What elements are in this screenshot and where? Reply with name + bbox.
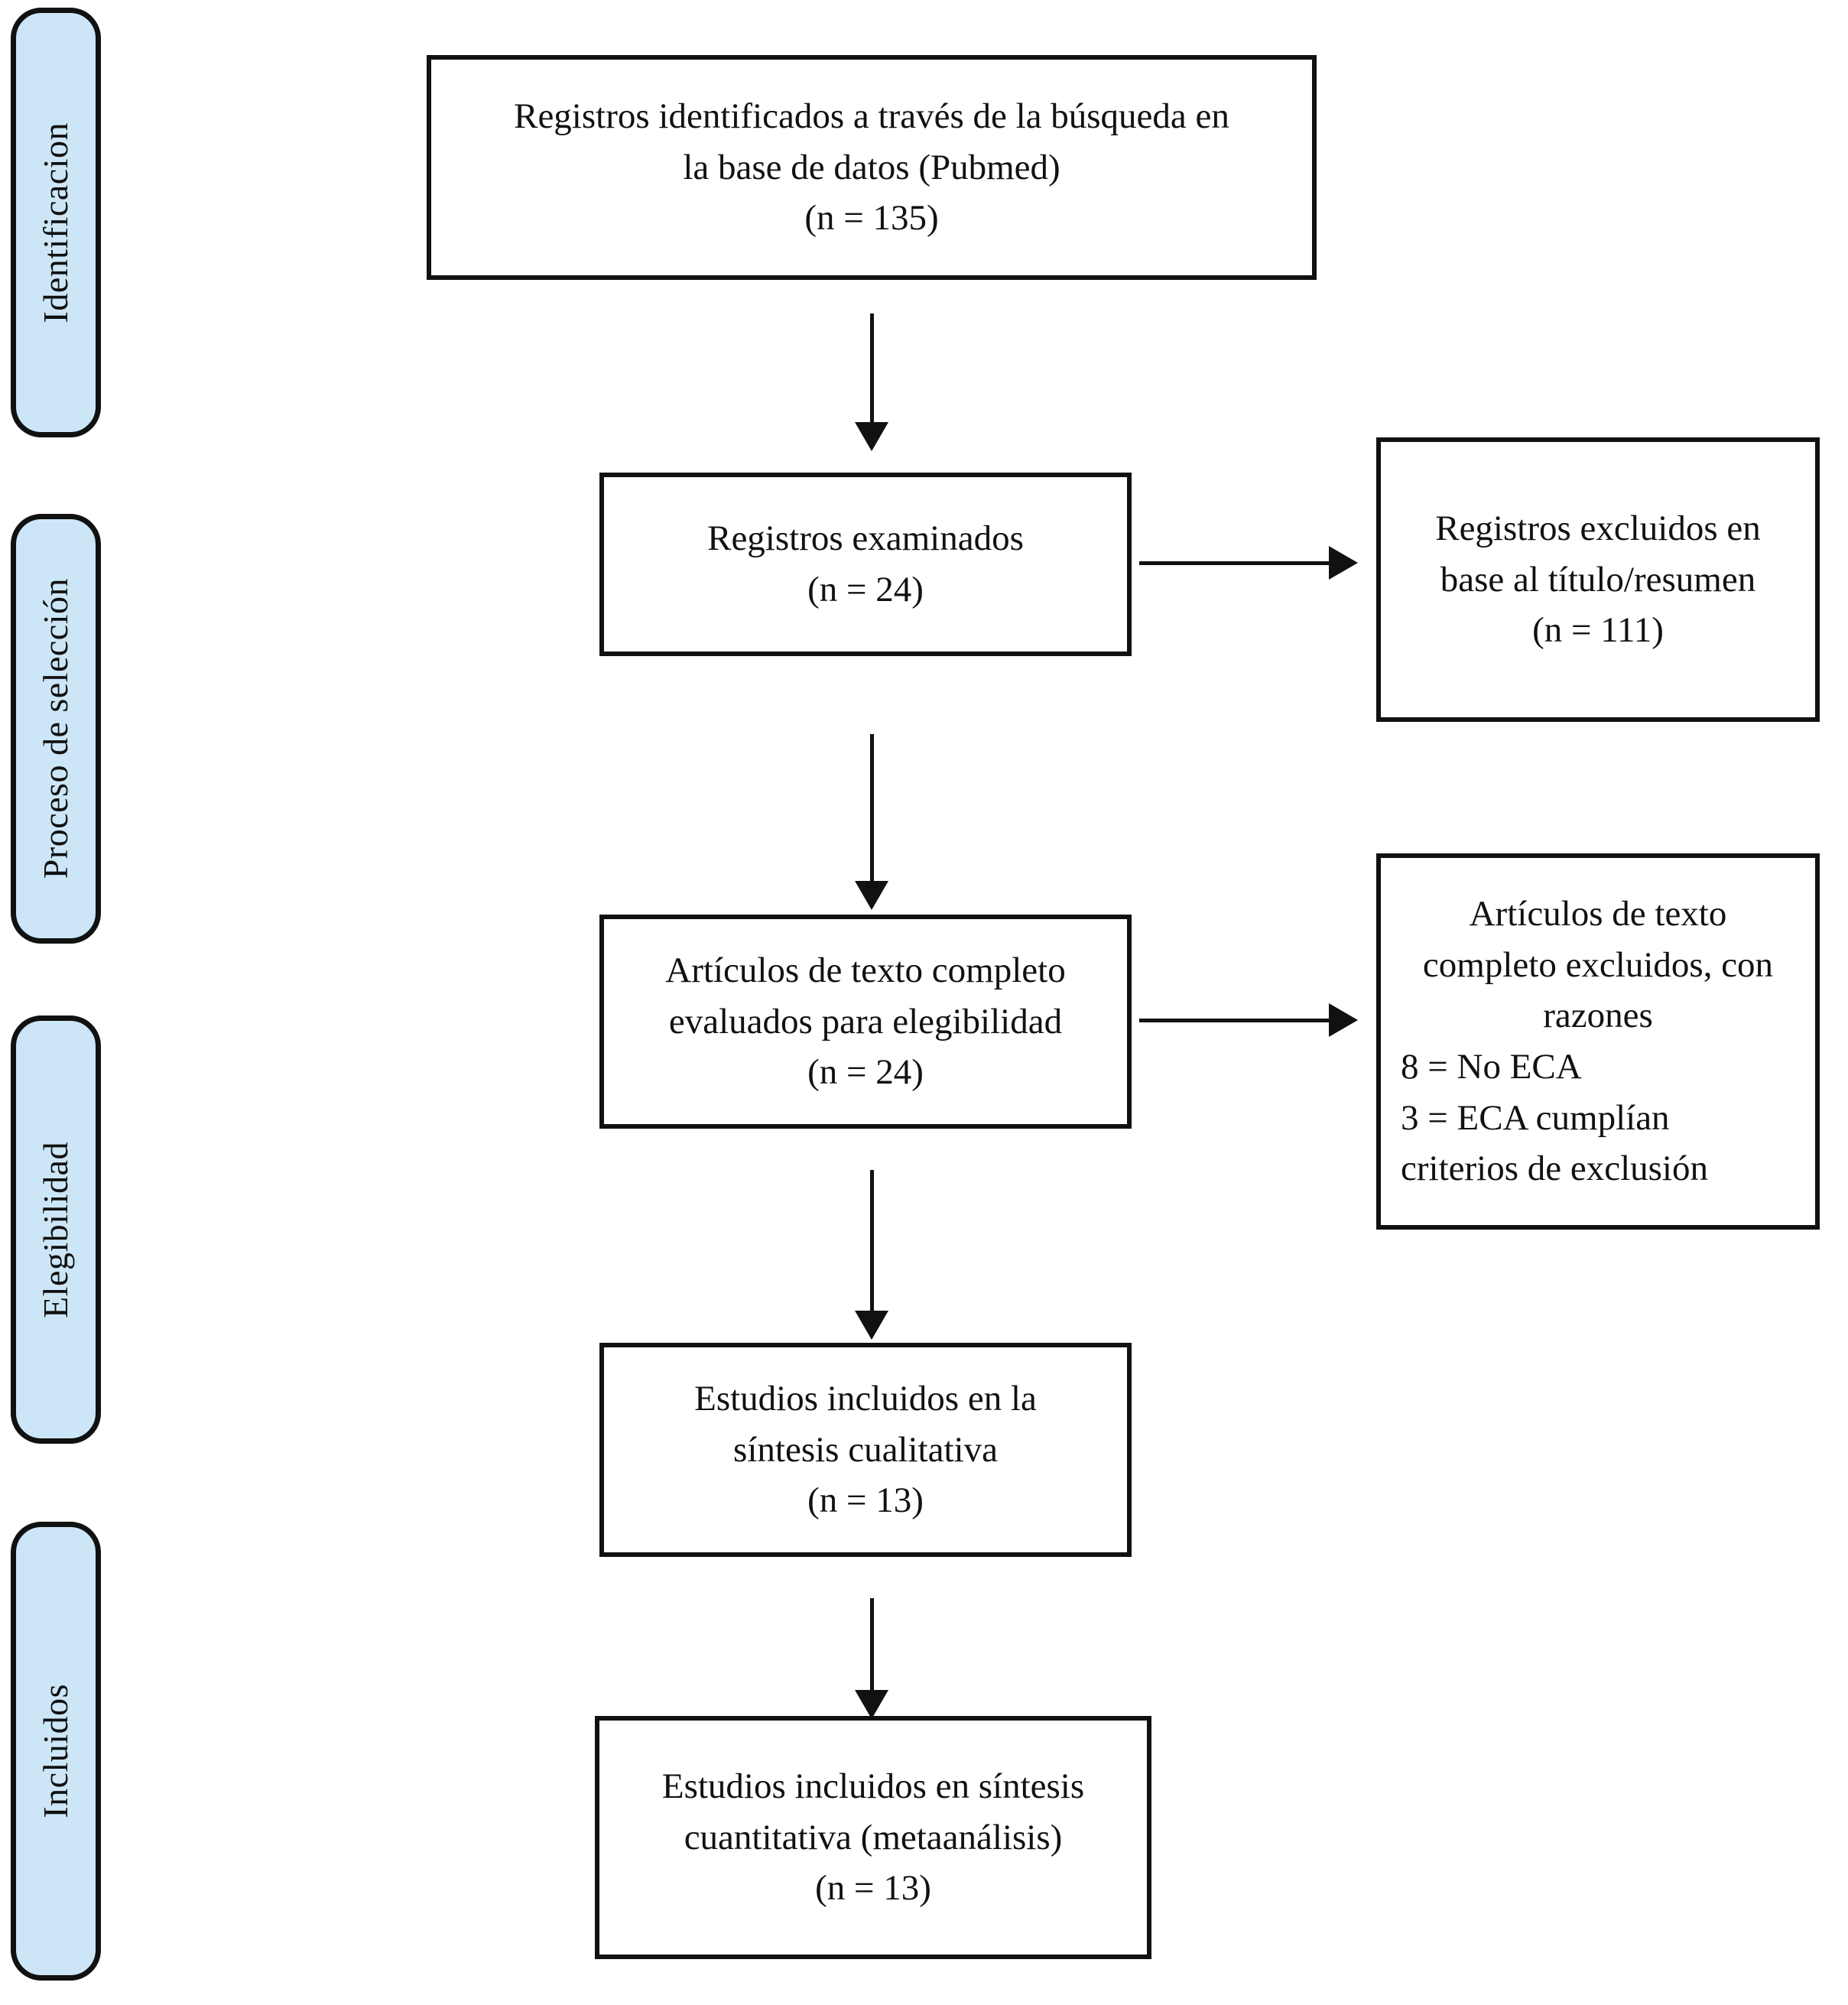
stage-label-text: Proceso de selección [36,578,75,879]
arrow-fulltext-to-qualitative [855,1170,888,1340]
box-line: (n = 13) [815,1868,931,1909]
box-line: Estudios incluidos en síntesis [661,1766,1085,1806]
box-line: Artículos de texto completo [665,950,1066,990]
box-line: Registros examinados [707,518,1024,559]
box-line: (n = 24) [807,570,924,609]
exclusion-reason-line: criterios de exclusión [1401,1149,1708,1189]
box-records-excluded-title-abstract: Registros excluidos en base al título/re… [1376,437,1820,722]
box-line: la base de datos (Pubmed) [683,147,1060,187]
arrow-screened-to-excluded [1139,546,1358,580]
box-line: (n = 111) [1532,610,1664,651]
arrow-identified-to-screened [855,314,888,451]
stage-label-identificacion: Identificacion [11,8,101,437]
box-studies-quantitative-synthesis: Estudios incluidos en síntesis cuantitat… [595,1716,1151,1959]
box-line: Registros identificados a través de la b… [514,96,1229,136]
box-line: base al título/resumen [1440,559,1756,600]
box-line: Registros excluidos en [1435,508,1761,548]
stage-label-proceso-de-seleccion: Proceso de selección [11,514,101,944]
box-line: síntesis cualitativa [733,1429,998,1470]
stage-label-text: Identificacion [36,122,75,323]
box-line: evaluados para elegibilidad [668,1001,1063,1041]
box-line: (n = 24) [807,1052,924,1093]
box-line: cuantitativa (metaanálisis) [684,1817,1063,1857]
box-line: Artículos de texto [1469,893,1727,934]
box-records-screened: Registros examinados (n = 24) [599,473,1132,656]
box-fulltext-excluded-with-reasons: Artículos de texto completo excluidos, c… [1376,853,1820,1230]
arrow-screened-to-fulltext [855,734,888,910]
box-line: razones [1543,996,1653,1036]
stage-label-elegibilidad: Elegibilidad [11,1015,101,1444]
box-line: (n = 135) [804,198,939,239]
exclusion-reason-line: 8 = No ECA [1401,1047,1582,1087]
arrow-qualitative-to-quantitative [855,1598,888,1719]
box-records-identified: Registros identificados a través de la b… [427,55,1317,280]
box-line: (n = 13) [807,1480,924,1521]
stage-label-text: Incluidos [36,1684,75,1818]
box-fulltext-assessed: Artículos de texto completo evaluados pa… [599,915,1132,1129]
stage-label-text: Elegibilidad [36,1141,75,1318]
box-line: Estudios incluidos en la [694,1378,1037,1418]
stage-label-incluidos: Incluidos [11,1522,101,1981]
arrow-fulltext-to-excluded-reasons [1139,1003,1358,1037]
box-line: completo excluidos, con [1422,944,1774,985]
box-studies-qualitative-synthesis: Estudios incluidos en la síntesis cualit… [599,1343,1132,1557]
exclusion-reason-line: 3 = ECA cumplían [1401,1097,1670,1138]
